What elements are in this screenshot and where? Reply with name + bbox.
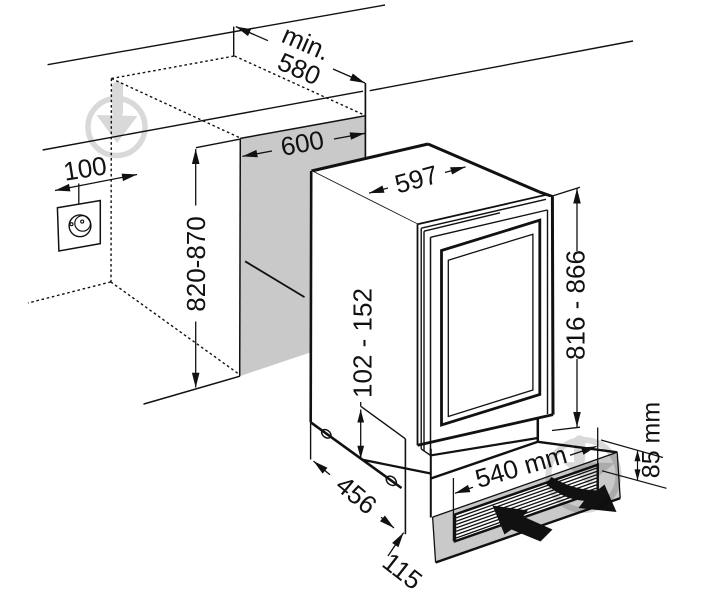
svg-text:85 mm: 85 mm: [638, 402, 666, 478]
svg-text:816 - 866: 816 - 866: [561, 250, 591, 360]
svg-text:820-870: 820-870: [181, 216, 211, 311]
svg-text:100: 100: [61, 150, 109, 186]
svg-text:102 - 152: 102 - 152: [348, 288, 378, 398]
